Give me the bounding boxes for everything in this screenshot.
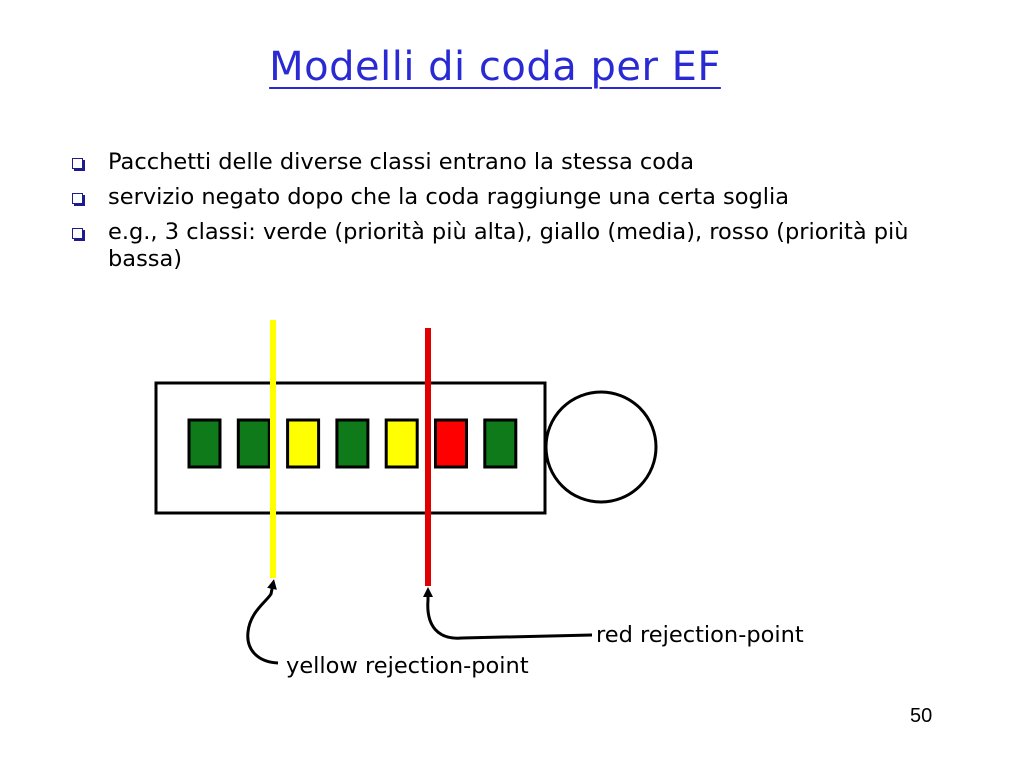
square-bullet-icon: [72, 193, 83, 204]
yellow-rejection-label: yellow rejection-point: [286, 653, 529, 679]
square-bullet-icon: [72, 228, 83, 239]
green-packet: [187, 418, 222, 469]
server-circle: [544, 390, 658, 504]
yellow-packet: [384, 418, 419, 469]
bullet-text: servizio negato dopo che la coda raggiun…: [108, 184, 790, 210]
bullet-text: e.g., 3 classi: verde (priorità più alta…: [108, 219, 909, 272]
red-packet: [434, 418, 468, 469]
bullet-item: servizio negato dopo che la coda raggiun…: [68, 184, 948, 211]
page-number: 50: [910, 705, 933, 727]
bullet-text: Pacchetti delle diverse classi entrano l…: [108, 149, 695, 175]
green-packet: [483, 418, 518, 469]
bullet-list: Pacchetti delle diverse classi entrano l…: [68, 149, 948, 281]
green-packet: [236, 418, 271, 469]
yellow-packet: [286, 418, 321, 469]
packet-group: [187, 418, 518, 469]
square-bullet-icon: [72, 158, 83, 169]
bullet-item: e.g., 3 classi: verde (priorità più alta…: [68, 219, 948, 273]
yellow-pointer-arrow: [246, 579, 279, 665]
bullet-item: Pacchetti delle diverse classi entrano l…: [68, 149, 948, 176]
red-rejection-label: red rejection-point: [596, 622, 804, 648]
red-pointer-arrow: [423, 587, 593, 640]
slide-title: Modelli di coda per EF: [269, 44, 721, 90]
green-packet: [335, 418, 370, 469]
